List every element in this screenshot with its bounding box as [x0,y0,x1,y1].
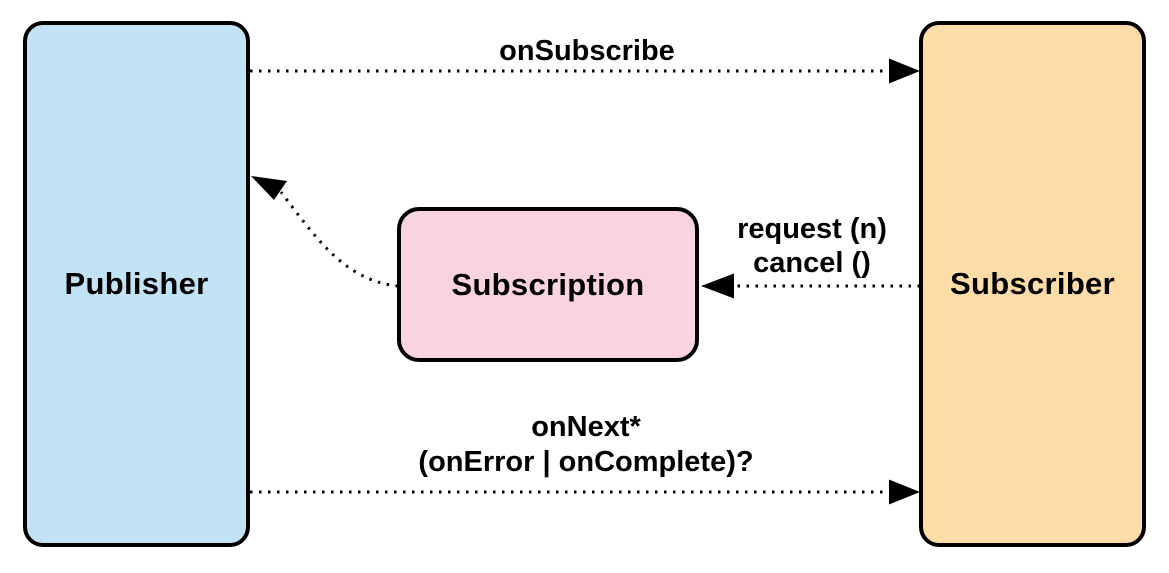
onsubscribe-arrow-label: onSubscribe [499,35,675,67]
subscriber-node: Subscriber [919,21,1146,547]
subscription-to-publisher-arrowhead-icon [251,176,287,200]
publisher-label: Publisher [64,266,209,301]
subscription-node: Subscription [397,207,699,362]
onnext-arrowhead-icon [889,479,920,505]
subscriber-label: Subscriber [950,266,1115,301]
onerror-oncomplete-label-line: (onError | onComplete)? [418,446,754,478]
request-cancel-arrow-label: request (n) cancel () [737,212,887,280]
subscription-to-publisher-curve [279,191,399,288]
onsubscribe-arrowhead-icon [889,58,920,84]
onnext-label-line: onNext* [531,411,641,443]
subscription-label: Subscription [451,266,645,302]
onnext-arrow-label: onNext* (onError | onComplete)? [418,410,753,480]
request-label-line: request (n) [737,213,887,245]
publisher-node: Publisher [23,21,250,547]
request-cancel-arrowhead-icon [701,273,734,299]
cancel-label-line: cancel () [753,247,871,279]
